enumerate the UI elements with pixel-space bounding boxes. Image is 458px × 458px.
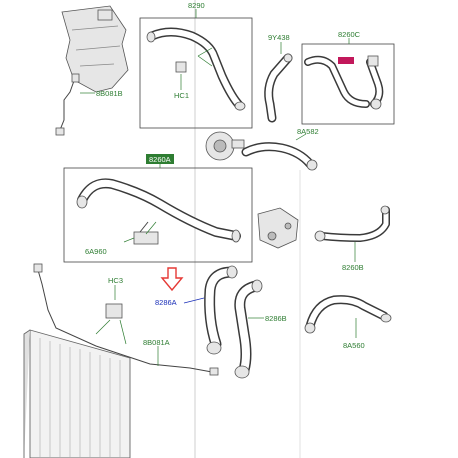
group-box-8260a: [63, 167, 253, 263]
label-8286b[interactable]: 8286B: [265, 314, 287, 323]
hose-8290: [146, 27, 246, 111]
highlight-tag-8260a: [146, 154, 174, 164]
label-8290[interactable]: 8290: [188, 1, 205, 10]
clip-hc3: [105, 303, 123, 319]
label-8286a[interactable]: 8286A: [155, 298, 177, 307]
label-6a960[interactable]: 6A960: [85, 247, 107, 256]
down-arrow-icon: [160, 267, 184, 292]
label-hc3[interactable]: HC3: [108, 276, 123, 285]
hose-9y438: [264, 53, 293, 123]
hose-8286b: [234, 279, 263, 379]
label-8260a[interactable]: 8260A: [149, 155, 171, 164]
water-pump: [205, 131, 245, 161]
sensor-wire-8b081b: [55, 73, 80, 136]
expansion-tank: [61, 5, 129, 93]
bracket-6a960: [133, 221, 159, 245]
hose-8260c: [304, 55, 384, 110]
hose-8260a: [76, 178, 241, 243]
thermostat-housing: [257, 207, 299, 249]
label-8260c[interactable]: 8260C: [338, 30, 361, 39]
hose-8a560: [304, 295, 392, 334]
wire-8b081a: [33, 263, 219, 376]
hose-8286a: [204, 265, 238, 355]
label-8260b[interactable]: 8260B: [342, 263, 364, 272]
clip-hc1: [175, 61, 187, 73]
radiator: [23, 329, 131, 458]
hose-8a582: [241, 142, 318, 171]
label-8b081b[interactable]: 8B081B: [96, 89, 123, 98]
group-box-8260c: [301, 43, 395, 125]
label-8b081a[interactable]: 8B081A: [143, 338, 170, 347]
hose-8260b: [314, 205, 390, 242]
label-8a582[interactable]: 8A582: [297, 127, 319, 136]
label-9y438[interactable]: 9Y438: [268, 33, 290, 42]
highlight-tag: [338, 57, 354, 64]
label-8a560[interactable]: 8A560: [343, 341, 365, 350]
label-hc1[interactable]: HC1: [174, 91, 189, 100]
